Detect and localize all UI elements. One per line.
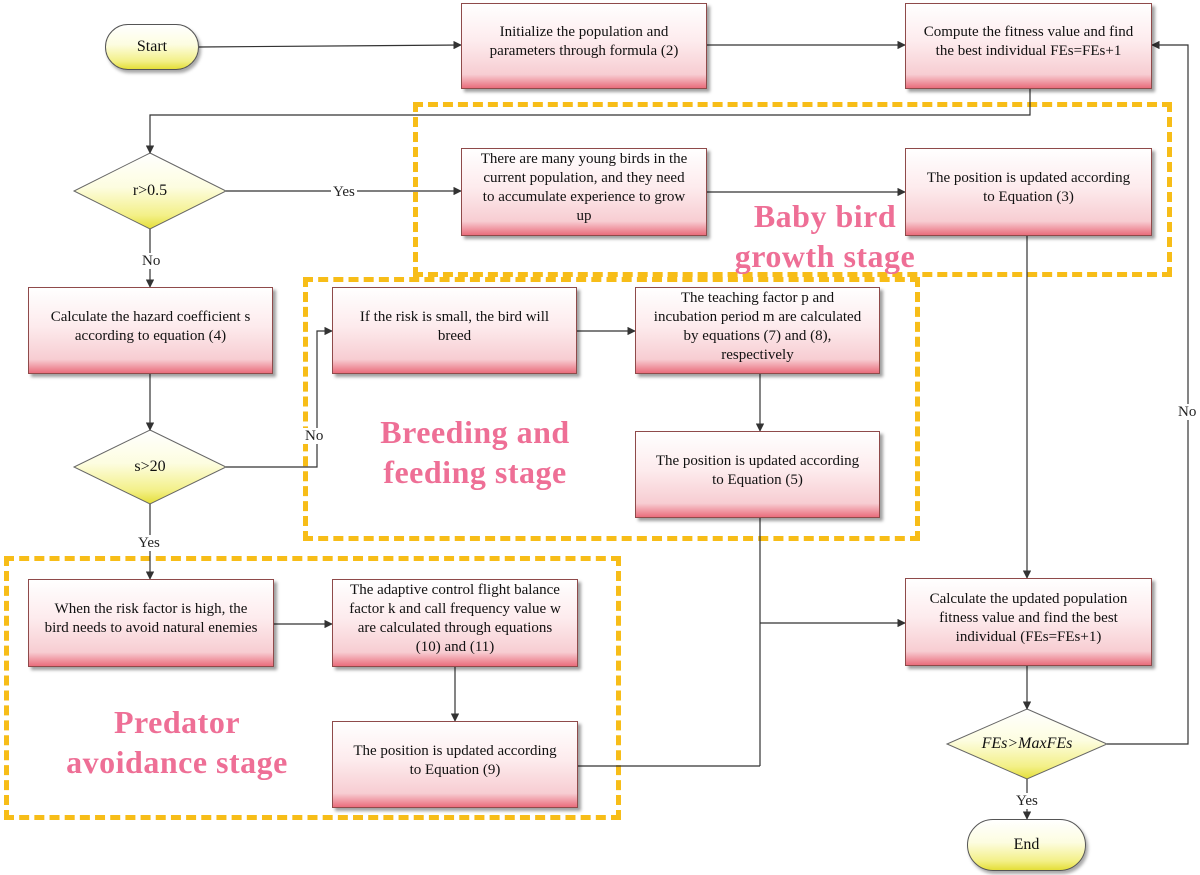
adaptive-line-4: (10) and (11)	[415, 639, 495, 655]
pos9-line-2: to Equation (9)	[409, 761, 501, 778]
teach-line-3: by equations (7) and (8),	[683, 327, 832, 344]
position-eq9-box: The position is updated according to Equ…	[332, 721, 578, 808]
pos3-line-2: to Equation (3)	[983, 189, 1074, 205]
hazard-coefficient-box: Calculate the hazard coefficient s accor…	[28, 287, 273, 374]
fes-no-label: No	[1176, 404, 1199, 420]
position-eq5-box: The position is updated according to Equ…	[635, 431, 880, 518]
adaptive-line-1: The adaptive control flight balance	[350, 582, 560, 598]
update-line-1: Calculate the updated population	[929, 590, 1128, 607]
adaptive-line-2: factor k and call frequency value w	[349, 601, 561, 617]
r-yes-label: Yes	[331, 184, 357, 200]
r-decision-text: r>0.5	[132, 182, 168, 199]
fitness-line-1: Compute the fitness value and find	[923, 24, 1134, 40]
s-decision-text: s>20	[134, 458, 166, 475]
avoid-line-1: When the risk factor is high, the	[54, 601, 248, 617]
adaptive-control-box: The adaptive control flight balance fact…	[332, 579, 578, 667]
fitness-line-2: the best individual FEs=FEs+1	[935, 43, 1122, 59]
init-line-1: Initialize the population and	[499, 24, 669, 40]
pos9-line-1: The position is updated according	[353, 742, 557, 759]
position-eq3-box: The position is updated according to Equ…	[905, 148, 1152, 236]
end-terminal: End	[967, 819, 1086, 871]
start-label: Start	[136, 38, 168, 55]
teach-line-2: incubation period m are calculated	[653, 308, 862, 325]
young-birds-box: There are many young birds in the curren…	[461, 148, 707, 236]
hazard-line-1: Calculate the hazard coefficient s	[50, 308, 251, 325]
avoid-enemies-box: When the risk factor is high, the bird n…	[28, 579, 274, 667]
baby-bird-stage-region	[413, 102, 1172, 277]
young-line-2: current population, and they need	[483, 170, 685, 186]
teach-line-4: respectively	[721, 346, 794, 363]
update-line-3: individual (FEs=FEs+1)	[955, 628, 1102, 645]
breeding-stage-region	[303, 277, 920, 541]
compute-fitness-box: Compute the fitness value and find the b…	[905, 3, 1152, 89]
pos5-line-1: The position is updated according	[655, 452, 860, 469]
predator-stage-label: Predator avoidance stage	[66, 704, 288, 780]
baby-bird-stage-label: Baby bird growth stage	[734, 198, 916, 274]
breeding-stage-label: Breeding and feeding stage	[380, 414, 570, 490]
r-no-label: No	[140, 253, 163, 269]
young-line-4: up	[576, 208, 592, 224]
fes-decision-text: FEs>MaxFEs	[981, 735, 1073, 752]
hazard-line-2: according to equation (4)	[74, 327, 227, 344]
update-fitness-box: Calculate the updated population fitness…	[905, 578, 1152, 666]
pos5-line-2: to Equation (5)	[712, 471, 803, 488]
young-line-1: There are many young birds in the	[480, 151, 688, 167]
adaptive-line-3: are calculated through equations	[357, 620, 553, 636]
avoid-line-2: bird needs to avoid natural enemies	[44, 620, 258, 636]
update-line-2: fitness value and find the best	[939, 609, 1118, 626]
fes-yes-label: Yes	[1014, 793, 1040, 809]
teach-line-1: The teaching factor p and	[680, 289, 835, 306]
init-line-2: parameters through formula (2)	[489, 43, 679, 59]
pos3-line-1: The position is updated according	[926, 170, 1131, 186]
breed-line-1: If the risk is small, the bird will	[359, 308, 550, 325]
s-no-label: No	[303, 428, 326, 444]
breed-line-2: breed	[437, 327, 472, 344]
end-label: End	[1013, 836, 1040, 853]
teaching-factor-box: The teaching factor p and incubation per…	[635, 287, 880, 374]
predator-stage-region	[4, 556, 621, 820]
s-yes-label: Yes	[136, 535, 162, 551]
start-terminal: Start	[105, 24, 199, 70]
init-population-box: Initialize the population and parameters…	[461, 3, 707, 89]
breed-box: If the risk is small, the bird will bree…	[332, 287, 577, 374]
young-line-3: to accumulate experience to grow	[482, 189, 686, 205]
